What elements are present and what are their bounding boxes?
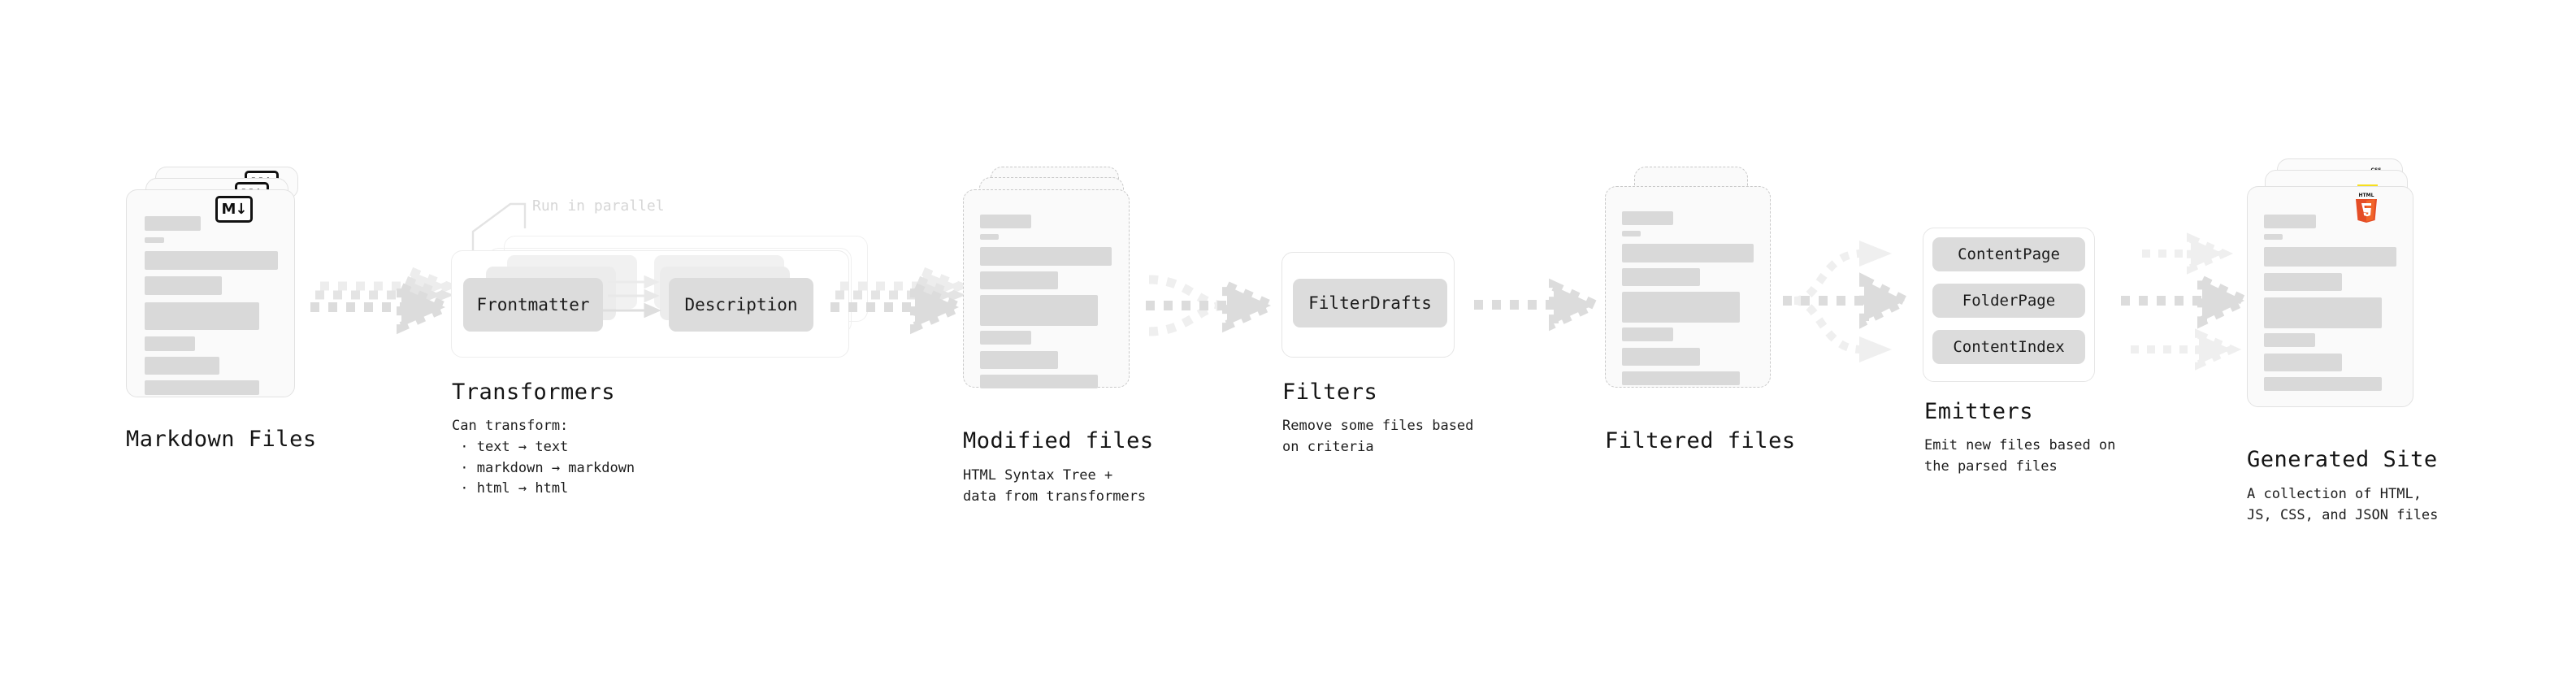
doc-line: [1622, 371, 1740, 385]
doc-line: [1622, 244, 1754, 262]
doc-line: [1622, 327, 1673, 341]
modified-files-title: Modified files: [963, 428, 1154, 453]
doc-line: [1622, 348, 1700, 366]
emitter-pill-contentpage[interactable]: ContentPage: [1932, 237, 2085, 271]
doc-line: [145, 237, 164, 243]
modified-files-subtitle: HTML Syntax Tree + data from transformer…: [963, 467, 1147, 505]
doc-line: [980, 375, 1098, 388]
doc-line: [980, 234, 999, 240]
svg-text:HTML: HTML: [2359, 193, 2374, 198]
doc-line: [980, 351, 1058, 369]
doc-line: [1622, 268, 1700, 286]
doc-line: [1622, 231, 1641, 236]
doc-line: [145, 380, 259, 395]
markdown-files-stack: M↓ M↓ M↓: [126, 167, 305, 427]
doc-line: [145, 251, 278, 270]
filtered-files-stack: [1605, 167, 1784, 427]
modified-files-stack: [963, 167, 1142, 427]
doc-line: [980, 295, 1098, 326]
emitter-pill-folderpage[interactable]: FolderPage: [1932, 284, 2085, 318]
filter-pill-filterdrafts[interactable]: FilterDrafts: [1293, 279, 1447, 327]
arrow-filtered-to-emitters: [1783, 241, 1916, 362]
site-card-html: [2247, 186, 2413, 407]
doc-line: [145, 336, 195, 351]
doc-line: [145, 357, 219, 375]
doc-line: [1622, 292, 1740, 323]
markdown-files-title: Markdown Files: [126, 427, 317, 452]
doc-line: [980, 271, 1058, 289]
doc-line: [2264, 234, 2283, 240]
doc-line: [2264, 354, 2342, 371]
generated-site-title: Generated Site: [2247, 447, 2438, 472]
doc-line: [1622, 211, 1673, 225]
arrow-modified-to-filters: [1146, 275, 1283, 336]
doc-line: [2264, 297, 2382, 328]
emitters-title: Emitters: [1924, 399, 2034, 424]
doc-line: [980, 215, 1031, 228]
doc-line: [2264, 247, 2396, 267]
generated-site-stack: CSS HTML: [2247, 158, 2434, 435]
modified-card-front: [963, 189, 1130, 388]
doc-line: [2264, 273, 2342, 291]
arrow-emitters-to-site: [2121, 232, 2256, 371]
emitter-pill-contentindex[interactable]: ContentIndex: [1932, 330, 2085, 364]
doc-line: [145, 302, 259, 330]
filtered-files-title: Filtered files: [1605, 428, 1796, 453]
doc-line: [145, 216, 201, 231]
arrow-markdown-to-transformers: [310, 264, 459, 335]
run-in-parallel-bracket: [471, 202, 527, 258]
doc-line: [145, 276, 222, 295]
markdown-icon: M↓: [215, 196, 253, 223]
markdown-card-front: [126, 189, 295, 397]
generated-site-subtitle: A collection of HTML, JS, CSS, and JSON …: [2247, 486, 2439, 523]
run-in-parallel-note: Run in parallel: [532, 197, 665, 215]
arrow-filters-to-filtered: [1474, 278, 1607, 332]
transformer-pill-description[interactable]: Description: [669, 278, 813, 332]
filters-subtitle: Remove some files based on criteria: [1282, 418, 1474, 455]
transformers-subtitle: Can transform: · text → text · markdown …: [452, 418, 635, 497]
doc-line: [2264, 377, 2382, 391]
html5-icon: HTML: [2356, 193, 2377, 223]
doc-line: [2264, 215, 2316, 228]
doc-line: [2264, 333, 2315, 347]
arrow-transformers-to-modified: [830, 264, 971, 335]
emitters-subtitle: Emit new files based on the parsed files: [1924, 437, 2116, 475]
doc-line: [980, 247, 1112, 266]
doc-line: [980, 331, 1031, 345]
transformer-pill-frontmatter[interactable]: Frontmatter: [463, 278, 603, 332]
filters-title: Filters: [1282, 380, 1378, 405]
filtered-card-front: [1605, 186, 1771, 388]
transformers-title: Transformers: [452, 380, 616, 405]
